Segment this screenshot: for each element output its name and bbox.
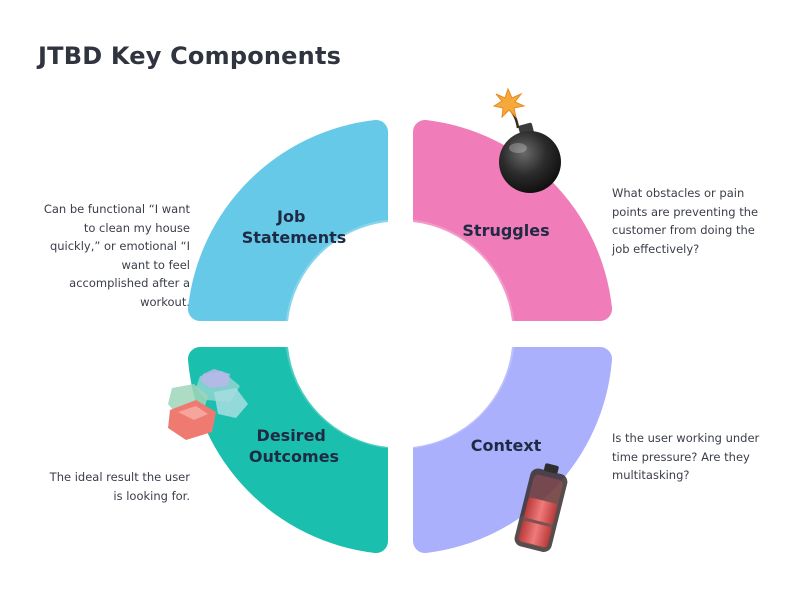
page-title: JTBD Key Components bbox=[38, 42, 342, 70]
context-description: Is the user working under time pressure?… bbox=[612, 431, 760, 482]
struggles-segment bbox=[412, 119, 613, 322]
center-circle bbox=[322, 256, 478, 412]
desired-outcomes-description: The ideal result the user is looking for… bbox=[49, 470, 190, 503]
struggles-description: What obstacles or pain points are preven… bbox=[612, 186, 759, 256]
battery-icon bbox=[514, 463, 568, 552]
desired-outcomes-label: Desired Outcomes bbox=[249, 426, 339, 466]
job-statements-description: Can be functional “I want to clean my ho… bbox=[43, 202, 190, 309]
desired-outcomes-label-line1: Desired bbox=[257, 426, 326, 445]
struggles-label: Struggles bbox=[462, 221, 549, 240]
gems-icon bbox=[168, 369, 248, 440]
job-statements-label-line2: Statements bbox=[242, 228, 347, 247]
desired-outcomes-label-line2: Outcomes bbox=[249, 447, 339, 466]
job-statements-segment bbox=[187, 119, 389, 322]
inner-ring bbox=[285, 219, 515, 449]
context-segment bbox=[412, 346, 613, 554]
bomb-icon bbox=[492, 87, 561, 193]
job-statements-label-line1: Job bbox=[276, 207, 305, 226]
context-label: Context bbox=[471, 436, 542, 455]
job-statements-label: Job Statements bbox=[242, 207, 347, 247]
